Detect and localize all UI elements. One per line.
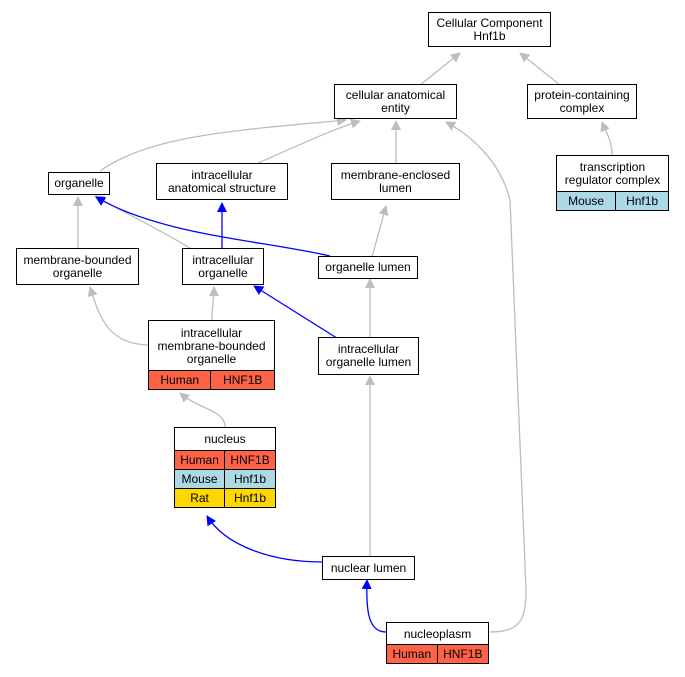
edge-ias-to-cae xyxy=(257,118,361,164)
node-intracellular-organelle[interactable]: intracellular organelle xyxy=(182,248,264,285)
gene-cell: Hnf1b xyxy=(224,469,276,489)
edge-nucleus-to-imbo xyxy=(179,392,226,428)
edge-iol-to-io xyxy=(253,285,341,341)
species-cell: Mouse xyxy=(555,191,617,211)
species-cell: Human xyxy=(173,450,226,470)
node-organelle[interactable]: organelle xyxy=(48,172,110,195)
edge-trc-to-pcc xyxy=(600,121,613,156)
species-cell: Rat xyxy=(173,488,226,508)
node-transcription-regulator-complex[interactable]: transcription regulator complex xyxy=(556,155,669,192)
edge-organelle-to-cae xyxy=(99,115,347,172)
edge-imbo-to-mbo xyxy=(87,286,151,346)
species-cell: Human xyxy=(147,370,212,390)
species-cell: Human xyxy=(386,644,438,664)
node-cellular-component[interactable]: Cellular Component Hnf1b xyxy=(428,12,551,47)
species-cell: Mouse xyxy=(173,469,226,489)
node-intracellular-organelle-lumen[interactable]: intracellular organelle lumen xyxy=(318,337,419,375)
node-nuclear-lumen[interactable]: nuclear lumen xyxy=(322,556,415,580)
gene-cell: HNF1B xyxy=(436,644,490,664)
node-membrane-bounded-organelle[interactable]: membrane-bounded organelle xyxy=(16,248,139,285)
gene-cell: Hnf1b xyxy=(224,488,276,508)
edge-ol-to-mel xyxy=(371,205,389,258)
node-protein-containing-complex[interactable]: protein-containing complex xyxy=(527,84,637,119)
edge-nl-to-nucleus xyxy=(206,515,323,563)
edge-imbo-to-io xyxy=(208,286,219,321)
node-organelle-lumen[interactable]: organelle lumen xyxy=(318,256,418,279)
edge-cae-to-cc xyxy=(419,52,461,86)
gene-cell: HNF1B xyxy=(224,450,276,470)
edge-ol-to-organelle xyxy=(95,196,331,257)
node-nucleoplasm[interactable]: nucleoplasm xyxy=(386,622,489,645)
node-cellular-anatomical-entity[interactable]: cellular anatomical entity xyxy=(334,84,457,119)
edge-nucleoplasm-to-nl xyxy=(361,579,387,633)
node-nucleus[interactable]: nucleus xyxy=(174,427,276,451)
edge-nucleoplasm-to-cae xyxy=(445,121,527,633)
node-intracellular-anatomical-structure[interactable]: intracellular anatomical structure xyxy=(156,163,288,200)
node-membrane-enclosed-lumen[interactable]: membrane-enclosed lumen xyxy=(331,163,460,200)
edge-pcc-to-cc xyxy=(519,52,561,86)
gene-cell: HNF1B xyxy=(210,370,275,390)
node-intracellular-membrane-bounded-organelle[interactable]: intracellular membrane-bounded organelle xyxy=(148,320,275,371)
gene-cell: Hnf1b xyxy=(615,191,669,211)
